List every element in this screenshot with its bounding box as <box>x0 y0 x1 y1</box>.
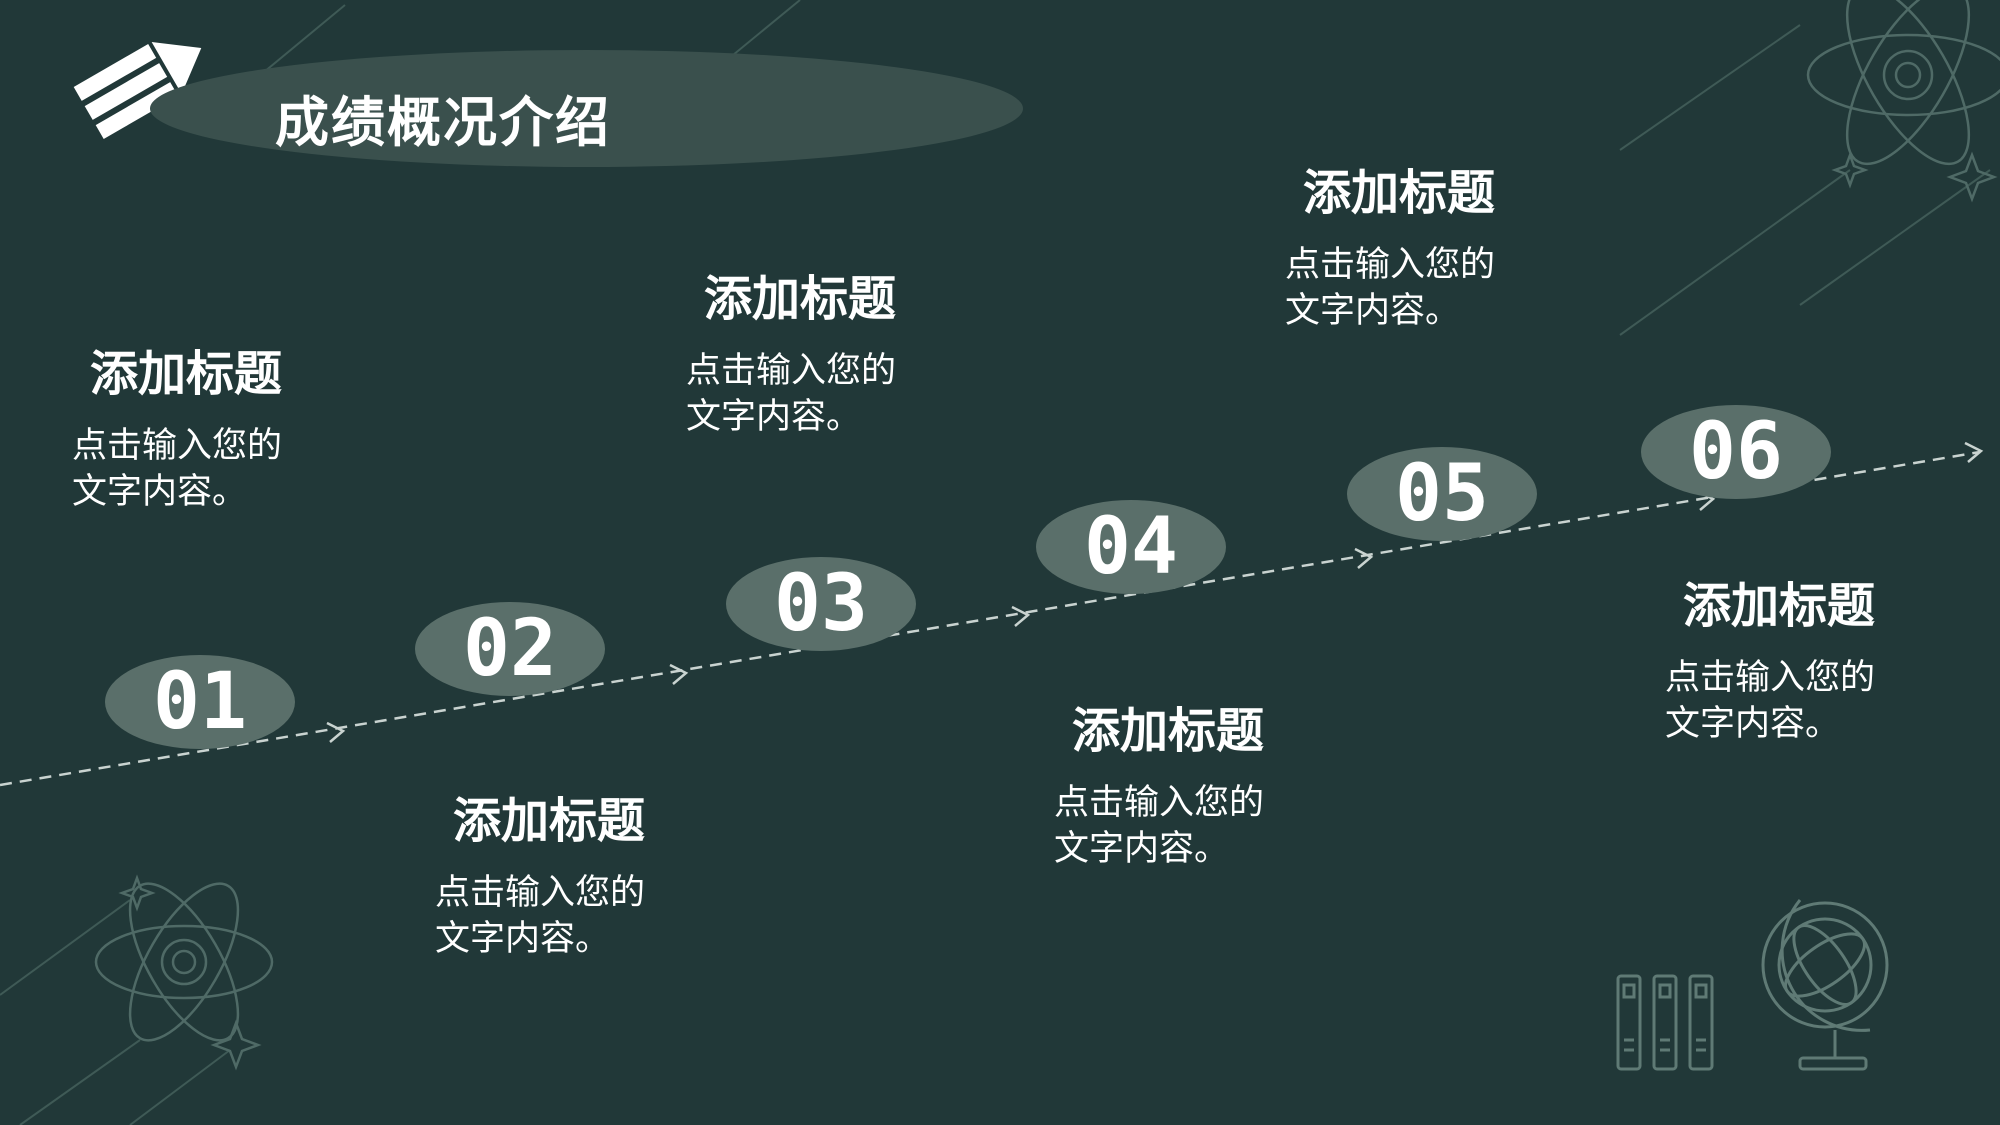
step-title: 添加标题 <box>1683 578 1876 634</box>
step-badge-05: 05 <box>1347 447 1537 541</box>
step-number: 02 <box>463 604 557 694</box>
step-badge-04: 04 <box>1036 500 1226 594</box>
step-body-line: 点击输入您的 <box>1285 244 1496 285</box>
step-badge-02: 02 <box>415 602 605 696</box>
page-title: 成绩概况介绍 <box>275 91 611 154</box>
sparkle-icon <box>1831 151 1998 203</box>
step-badge-01: 01 <box>105 655 295 749</box>
step-body-line: 点击输入您的 <box>1054 782 1265 823</box>
globe-icon <box>1761 899 1889 1071</box>
step-badge-06: 06 <box>1641 405 1831 499</box>
step-card-06: 添加标题 点击输入您的 文字内容。 <box>1665 580 1905 747</box>
step-body-line: 文字内容。 <box>1285 290 1461 331</box>
step-number: 05 <box>1395 449 1489 539</box>
step-body-line: 点击输入您的 <box>72 425 283 466</box>
step-number: 01 <box>153 657 247 747</box>
step-body-line: 文字内容。 <box>435 918 611 959</box>
step-body-line: 文字内容。 <box>72 471 248 512</box>
step-title: 添加标题 <box>90 346 283 402</box>
step-card-05: 添加标题 点击输入您的 文字内容。 <box>1285 167 1525 334</box>
step-card-04: 添加标题 点击输入您的 文字内容。 <box>1054 705 1294 872</box>
atom-icon <box>94 882 274 1042</box>
step-title: 添加标题 <box>1072 703 1265 759</box>
step-body-line: 点击输入您的 <box>435 872 646 913</box>
step-title: 添加标题 <box>1303 165 1496 221</box>
step-title: 添加标题 <box>453 793 646 849</box>
step-number: 04 <box>1084 502 1178 592</box>
step-body-line: 文字内容。 <box>1665 703 1841 744</box>
step-body: 点击输入您的 文字内容。 <box>1054 780 1294 872</box>
step-title: 添加标题 <box>704 271 897 327</box>
step-body: 点击输入您的 文字内容。 <box>1665 655 1905 747</box>
step-body: 点击输入您的 文字内容。 <box>435 870 675 962</box>
sparkle-icon <box>118 874 262 1071</box>
step-card-03: 添加标题 点击输入您的 文字内容。 <box>686 273 926 440</box>
step-body: 点击输入您的 文字内容。 <box>1285 242 1525 334</box>
step-body: 点击输入您的 文字内容。 <box>72 423 312 515</box>
step-badge-03: 03 <box>726 557 916 651</box>
step-body-line: 文字内容。 <box>686 396 862 437</box>
step-number: 03 <box>774 559 868 649</box>
step-body-line: 点击输入您的 <box>686 350 897 391</box>
books-icon <box>1616 974 1714 1071</box>
step-card-02: 添加标题 点击输入您的 文字内容。 <box>435 795 675 962</box>
step-body: 点击输入您的 文字内容。 <box>686 348 926 440</box>
step-card-01: 添加标题 点击输入您的 文字内容。 <box>72 348 312 515</box>
step-number: 06 <box>1689 407 1783 497</box>
step-body-line: 点击输入您的 <box>1665 657 1876 698</box>
step-body-line: 文字内容。 <box>1054 828 1230 869</box>
title-pill <box>150 50 1023 167</box>
